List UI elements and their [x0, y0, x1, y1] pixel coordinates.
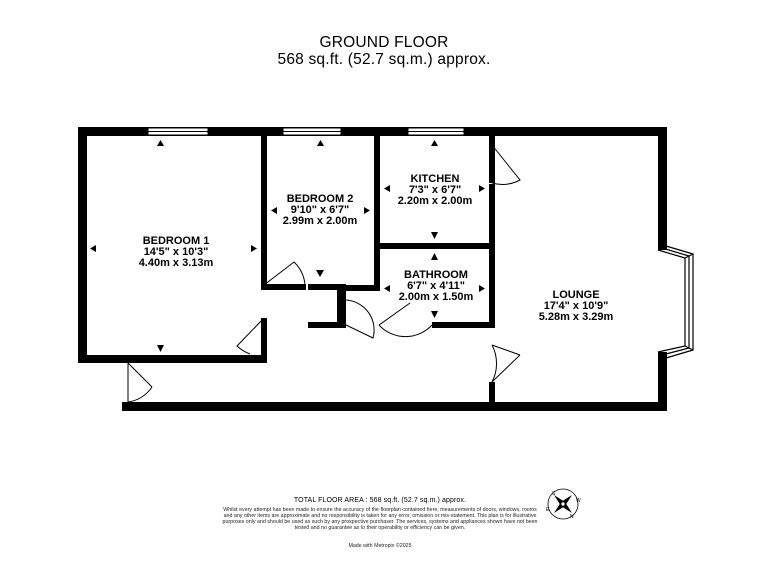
room-imperial: 6'7" x 4'11": [407, 280, 465, 292]
windows: [147, 127, 465, 136]
arrow-kitchen-left: [384, 185, 390, 192]
door-bedroom2: [263, 261, 306, 286]
wall-top: [78, 127, 666, 136]
bay-window-lounge: [657, 245, 694, 359]
room-metric: 2.20m x 2.00m: [397, 195, 473, 207]
cupboard-post: [340, 284, 346, 328]
arrow-bed1-left: [90, 245, 96, 252]
door-lounge: [491, 344, 521, 383]
room-kitchen: KITCHEN 7'3" x 6'7" 2.20m x 2.00m: [398, 174, 473, 207]
compass: S N E W: [546, 488, 581, 520]
arrow-bed1-bottom: [157, 345, 164, 352]
arrow-kitchen-top: [431, 140, 438, 146]
wall-right-lower: [658, 352, 667, 411]
wall-bottom: [122, 402, 667, 411]
wall-bed1-bed2: [261, 127, 267, 290]
wall-kitchen-lounge-lower: [489, 184, 495, 326]
exterior-walls: [78, 127, 667, 411]
compass-icon: [547, 488, 579, 520]
room-name: BATHROOM: [404, 269, 468, 281]
wall-bed2-kitchen: [374, 127, 380, 289]
room-name: KITCHEN: [410, 173, 460, 185]
room-imperial: 7'3" x 6'7": [408, 184, 462, 196]
arrow-bath-bottom: [431, 311, 438, 318]
arrow-kitchen-bottom: [431, 232, 438, 239]
room-bedroom2: BEDROOM 2 9'10" x 6'7" 2.99m x 2.00m: [283, 194, 358, 227]
room-imperial: 14'5" x 10'3": [143, 246, 209, 258]
arrow-kitchen-right: [479, 185, 485, 192]
room-metric: 4.40m x 3.13m: [138, 257, 214, 269]
arrow-bed1-top: [157, 140, 164, 146]
arrow-bath-left: [384, 285, 390, 292]
wall-bedroom1-bottom: [78, 355, 266, 363]
arrow-bed1-right: [251, 245, 257, 252]
doors: [127, 144, 521, 403]
wall-bathroom-left: [374, 249, 380, 279]
wall-lounge-stub: [489, 382, 495, 405]
cupboard: [308, 284, 343, 328]
wall-bed2-bottom: [261, 284, 306, 290]
room-metric: 2.99m x 2.00m: [282, 215, 358, 227]
room-name: BEDROOM 1: [142, 235, 210, 247]
room-metric: 2.00m x 1.50m: [398, 291, 474, 303]
footer-made-with: Made with Metropix ©2025: [348, 543, 412, 549]
compass-letter-e: E: [546, 507, 550, 513]
room-metric: 5.28m x 3.29m: [538, 311, 614, 323]
door-cupboard: [345, 299, 375, 339]
wall-left: [78, 127, 87, 363]
arrow-bed2-bottom: [316, 270, 324, 277]
wall-bathroom-bottom: [432, 322, 495, 328]
wall-kitchen-lounge: [489, 127, 495, 183]
door-kitchen: [491, 144, 521, 185]
room-imperial: 9'10" x 6'7": [290, 204, 350, 216]
arrow-bed2-left: [271, 207, 277, 214]
wall-corridor-bathroom: [346, 285, 380, 291]
room-imperial: 17'4" x 10'9": [543, 300, 609, 312]
arrow-bed2-top: [317, 140, 324, 146]
wall-kitchen-bathroom: [374, 243, 495, 249]
room-lounge: LOUNGE 17'4" x 10'9" 5.28m x 3.29m: [539, 290, 614, 323]
cupboard-outline: [308, 284, 343, 328]
compass-letter-n: N: [570, 514, 574, 520]
interior-walls: [261, 127, 495, 405]
floor-area: 568 sq.ft. (52.7 sq.m.) approx.: [277, 51, 491, 68]
room-bedroom1: BEDROOM 1 14'5" x 10'3" 4.40m x 3.13m: [139, 236, 214, 269]
arrow-bath-top: [431, 253, 438, 260]
wall-right-upper: [658, 127, 667, 250]
room-bathroom: BATHROOM 6'7" x 4'11" 2.00m x 1.50m: [399, 270, 474, 303]
room-name: LOUNGE: [552, 289, 600, 301]
floor-label: GROUND FLOOR: [319, 34, 449, 51]
arrow-bath-right: [479, 285, 485, 292]
compass-letter-s: S: [552, 491, 556, 497]
compass-letter-w: W: [576, 498, 581, 504]
footer-disclaimer: Whilst every attempt has been made to en…: [222, 507, 538, 532]
arrow-bed2-right: [364, 207, 370, 214]
door-bathroom: [378, 302, 433, 338]
door-entrance: [127, 362, 153, 403]
wall-bedroom1-lower: [261, 318, 267, 363]
dimension-arrows: [90, 140, 485, 352]
footer-total-area: TOTAL FLOOR AREA : 568 sq.ft. (52.7 sq.m…: [293, 497, 467, 504]
door-bedroom1: [236, 317, 265, 355]
room-name: BEDROOM 2: [286, 193, 354, 205]
